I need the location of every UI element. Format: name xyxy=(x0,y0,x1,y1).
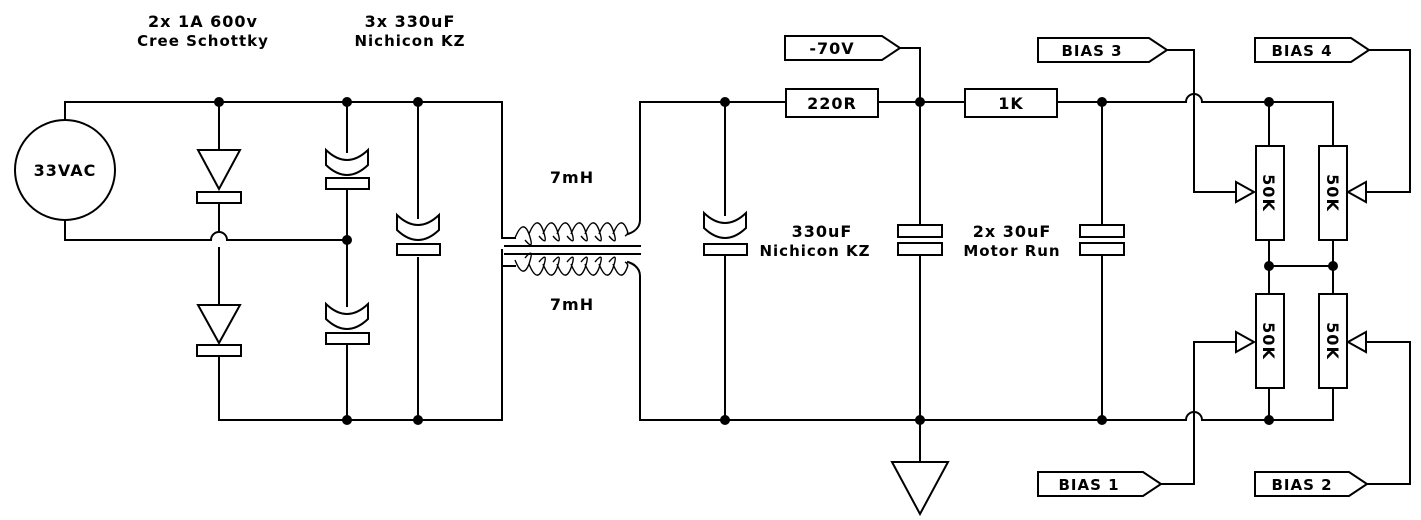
diode-lower xyxy=(196,304,242,357)
motor-caps-note-2: Motor Run xyxy=(963,242,1060,260)
pot-3: 50K xyxy=(1235,293,1285,389)
input-caps-note-2: Nichicon KZ xyxy=(354,32,465,50)
inductor-note-top: 7mH xyxy=(550,168,594,187)
input-caps-note-1: 3x 330uF xyxy=(365,12,456,31)
resistor-220r: 220R xyxy=(785,88,879,118)
diodes-note-1: 2x 1A 600v xyxy=(148,12,258,31)
filter-wiring xyxy=(639,47,1411,485)
resistor-1k: 1K xyxy=(964,88,1058,118)
junctions-right xyxy=(720,97,1338,425)
resistor-1k-label: 1K xyxy=(998,94,1024,113)
output-cap-note-1: 330uF xyxy=(792,222,853,241)
rectifier-wiring xyxy=(64,101,503,421)
coupled-inductor xyxy=(501,101,641,421)
pot-2-label: 50K xyxy=(1323,174,1342,212)
port-bias-2-label: BIAS 2 xyxy=(1271,476,1332,494)
port-bias-1-label: BIAS 1 xyxy=(1058,476,1119,494)
port-neg-70v-label: -70V xyxy=(809,39,854,58)
pot-4-label: 50K xyxy=(1323,322,1342,360)
pot-1: 50K xyxy=(1235,145,1285,241)
pot-4: 50K xyxy=(1318,293,1367,389)
output-cap-note-2: Nichicon KZ xyxy=(759,242,870,260)
port-bias-2: BIAS 2 xyxy=(1254,471,1369,497)
cap-motor-run-1 xyxy=(897,224,943,256)
cap-input-1 xyxy=(325,147,370,190)
ac-source: 33VAC xyxy=(14,119,116,221)
port-neg-70v: -70V xyxy=(784,35,902,61)
cap-output xyxy=(703,210,748,256)
motor-caps-note-1: 2x 30uF xyxy=(973,222,1052,241)
cap-input-3 xyxy=(396,212,441,256)
port-bias-4: BIAS 4 xyxy=(1254,37,1371,63)
pot-3-label: 50K xyxy=(1259,322,1278,360)
diodes-note-2: Cree Schottky xyxy=(137,32,269,50)
port-bias-1: BIAS 1 xyxy=(1037,471,1163,497)
pot-1-label: 50K xyxy=(1259,174,1278,212)
cap-motor-run-2 xyxy=(1079,224,1125,256)
port-bias-4-label: BIAS 4 xyxy=(1271,42,1332,60)
pot-2: 50K xyxy=(1318,145,1367,241)
port-bias-3-label: BIAS 3 xyxy=(1061,42,1122,60)
junctions-left xyxy=(214,97,423,425)
source-label: 33VAC xyxy=(34,161,97,180)
port-bias-3: BIAS 3 xyxy=(1037,37,1169,63)
diode-upper xyxy=(196,149,242,204)
ground-symbol xyxy=(890,461,950,517)
resistor-220r-label: 220R xyxy=(807,94,857,113)
cap-input-2 xyxy=(325,301,370,345)
inductor-note-bottom: 7mH xyxy=(550,295,594,314)
annotations: 2x 1A 600v Cree Schottky 3x 330uF Nichic… xyxy=(137,12,1060,314)
